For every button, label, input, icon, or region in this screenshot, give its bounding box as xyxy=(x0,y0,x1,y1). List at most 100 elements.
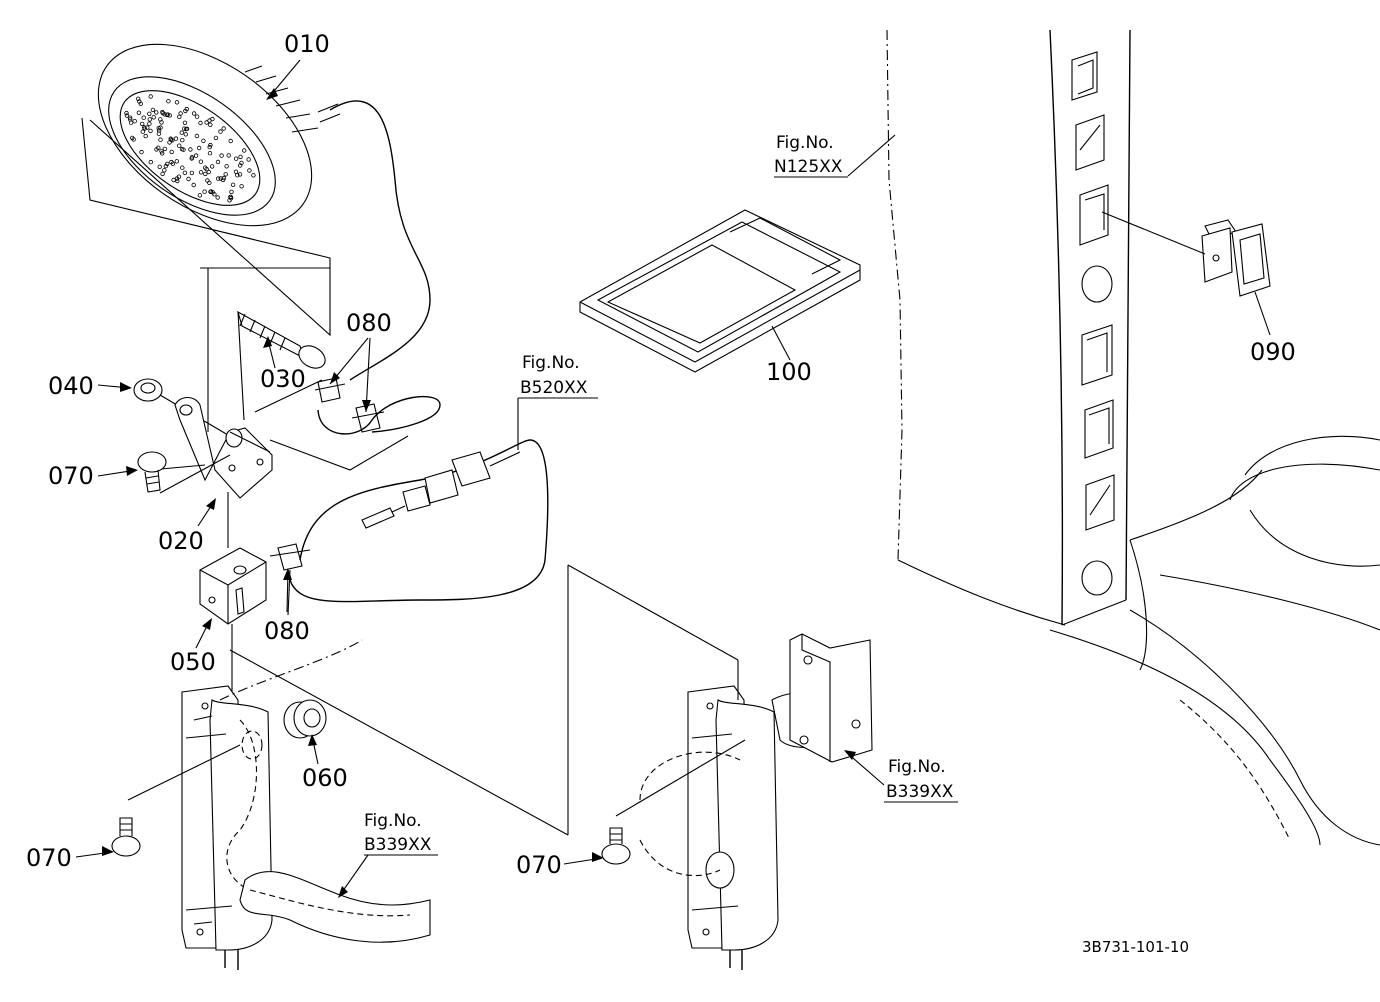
figref-b339-right-label: Fig.No. xyxy=(888,757,946,777)
led-dot xyxy=(150,107,156,113)
led-dot xyxy=(198,120,203,126)
led-dot xyxy=(168,137,174,142)
led-dot xyxy=(176,174,182,179)
operators-manual-100 xyxy=(579,209,861,373)
figure-references: Fig.No. N125XX Fig.No. B520XX Fig.No. B3… xyxy=(364,133,958,856)
led-dot xyxy=(215,195,220,200)
led-dot xyxy=(156,128,162,133)
led-dot xyxy=(207,150,213,156)
led-dot xyxy=(140,129,145,134)
led-dot xyxy=(180,165,185,170)
led-dot xyxy=(230,182,236,187)
figref-b339-right-code: B339XX xyxy=(886,782,954,802)
led-dot xyxy=(215,176,221,181)
led-dot xyxy=(158,137,163,142)
label-070-lower-right: 070 xyxy=(516,851,562,879)
led-dot xyxy=(202,189,207,194)
led-dot xyxy=(251,173,256,178)
led-dot xyxy=(241,148,247,153)
figref-n125-label: Fig.No. xyxy=(776,133,834,153)
harness-connectors xyxy=(289,398,549,603)
led-dot xyxy=(208,189,214,194)
led-dot xyxy=(148,94,153,99)
led-dot xyxy=(208,142,213,148)
figref-b339-left-code: B339XX xyxy=(364,835,432,855)
led-dot xyxy=(154,147,159,152)
bolt-030 xyxy=(237,310,326,421)
led-dot xyxy=(228,138,233,144)
led-dot xyxy=(194,114,200,119)
bolt-070-upper xyxy=(137,451,167,493)
led-dot xyxy=(198,170,204,175)
led-dot xyxy=(136,110,142,115)
led-dot xyxy=(164,112,170,118)
led-dot xyxy=(182,126,187,131)
led-dot xyxy=(167,113,172,118)
led-dot xyxy=(247,168,252,173)
led-dot xyxy=(132,118,137,124)
figref-n125-code: N125XX xyxy=(774,157,843,177)
label-080-upper: 080 xyxy=(346,309,392,337)
led-dot xyxy=(209,164,215,169)
led-dot xyxy=(191,111,197,116)
led-dot xyxy=(228,194,233,200)
led-dot xyxy=(157,164,162,169)
led-dot xyxy=(179,146,185,152)
led-dot xyxy=(198,159,204,164)
led-dot xyxy=(139,149,144,155)
label-040: 040 xyxy=(48,372,94,400)
led-dot xyxy=(221,175,227,181)
led-dot xyxy=(162,168,167,173)
label-050: 050 xyxy=(170,648,216,676)
label-080-lower: 080 xyxy=(264,617,310,645)
bolt-070-lower-right xyxy=(601,827,631,865)
led-dot xyxy=(196,145,202,151)
led-dot xyxy=(224,164,229,169)
led-dot xyxy=(160,109,165,115)
led-dot xyxy=(173,136,179,141)
led-dot xyxy=(203,171,208,177)
handrail-bracket-left xyxy=(127,639,569,970)
work-light-010 xyxy=(81,43,431,432)
led-dot xyxy=(188,147,193,152)
leader-lines xyxy=(75,59,896,898)
figref-b339-left-label: Fig.No. xyxy=(364,811,422,831)
rocker-switch-090 xyxy=(1101,211,1271,336)
led-dot xyxy=(189,170,195,176)
handrail-bracket-right xyxy=(567,564,873,970)
led-dot xyxy=(127,115,133,120)
led-dot xyxy=(180,137,185,143)
label-090: 090 xyxy=(1250,338,1296,366)
led-dot xyxy=(148,128,153,134)
led-dot xyxy=(207,144,212,150)
led-dot xyxy=(184,126,190,131)
label-100: 100 xyxy=(766,358,812,386)
led-dot xyxy=(142,126,147,131)
led-dot xyxy=(145,125,150,130)
bolt-070-lower-left xyxy=(111,817,141,857)
label-060: 060 xyxy=(302,764,348,792)
led-dot xyxy=(131,137,136,142)
cable-ties-080 xyxy=(254,377,441,616)
led-dot xyxy=(148,159,153,165)
led-dot xyxy=(239,184,244,189)
led-dot xyxy=(147,111,152,116)
led-dot xyxy=(124,110,129,116)
led-dot xyxy=(137,99,142,104)
figref-b520-label: Fig.No. xyxy=(522,353,580,373)
label-010: 010 xyxy=(284,30,330,58)
led-dot xyxy=(215,159,221,165)
led-dot xyxy=(169,149,174,155)
led-dot xyxy=(169,159,174,165)
bracket-020 xyxy=(149,396,273,499)
led-dot xyxy=(141,115,146,120)
led-dot xyxy=(124,113,130,118)
led-dot xyxy=(159,120,164,125)
led-dot xyxy=(193,153,199,158)
led-dot xyxy=(206,169,211,175)
led-dot xyxy=(238,154,243,160)
led-dot xyxy=(183,132,188,137)
led-dot xyxy=(189,155,195,160)
led-dot xyxy=(229,189,234,195)
